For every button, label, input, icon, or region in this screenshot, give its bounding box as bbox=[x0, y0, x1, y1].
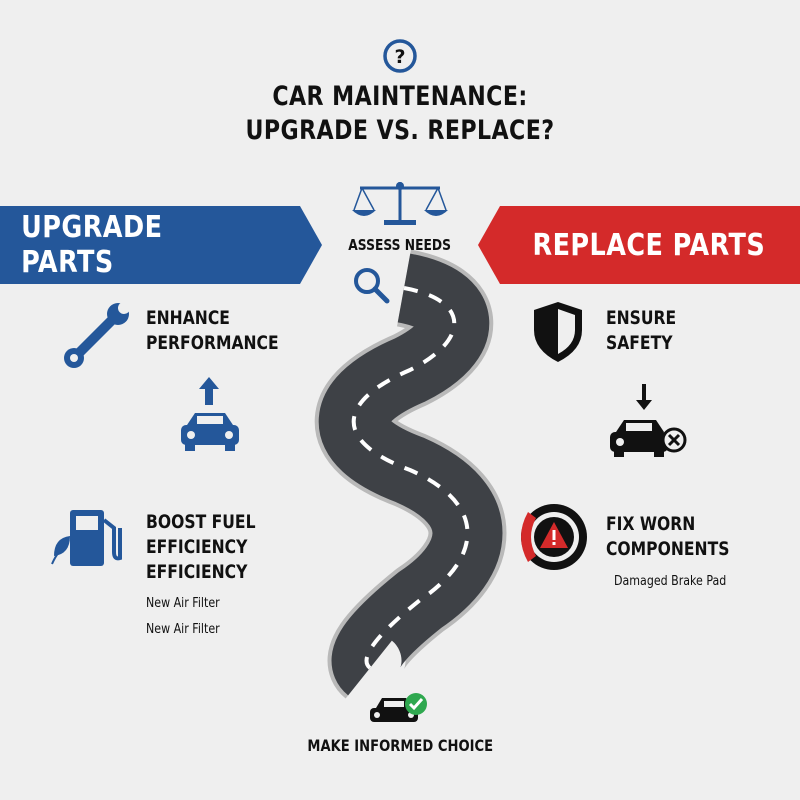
svg-text:?: ? bbox=[394, 46, 405, 68]
question-circle-icon: ? bbox=[383, 39, 417, 73]
car-check-icon bbox=[370, 693, 427, 722]
brake-warning-icon bbox=[521, 504, 587, 570]
wrench-icon bbox=[64, 302, 130, 368]
upgrade-parts-label: UPGRADE PARTS bbox=[21, 210, 163, 280]
new-air-filter-note-1: New Air Filter bbox=[146, 596, 220, 611]
magnifier-icon bbox=[354, 268, 390, 304]
replace-parts-label: REPLACE PARTS bbox=[532, 227, 766, 263]
damaged-brake-pad-note: Damaged Brake Pad bbox=[614, 574, 727, 589]
upgrade-parts-banner: UPGRADE PARTS bbox=[0, 206, 322, 284]
assess-needs-label: ASSESS NEEDS bbox=[348, 236, 452, 254]
title-line-2: UPGRADE VS. REPLACE? bbox=[245, 115, 555, 146]
title-line-1: CAR MAINTENANCE: bbox=[272, 81, 528, 112]
fuel-pump-icon bbox=[51, 510, 122, 566]
make-informed-choice-label: MAKE INFORMED CHOICE bbox=[307, 736, 493, 755]
scale-icon bbox=[352, 182, 448, 225]
car-arrow-up-icon bbox=[181, 377, 239, 451]
replace-parts-banner: REPLACE PARTS bbox=[478, 206, 800, 284]
new-air-filter-note-2: New Air Filter bbox=[146, 622, 220, 637]
car-x-icon bbox=[610, 384, 687, 457]
shield-icon bbox=[534, 302, 582, 362]
